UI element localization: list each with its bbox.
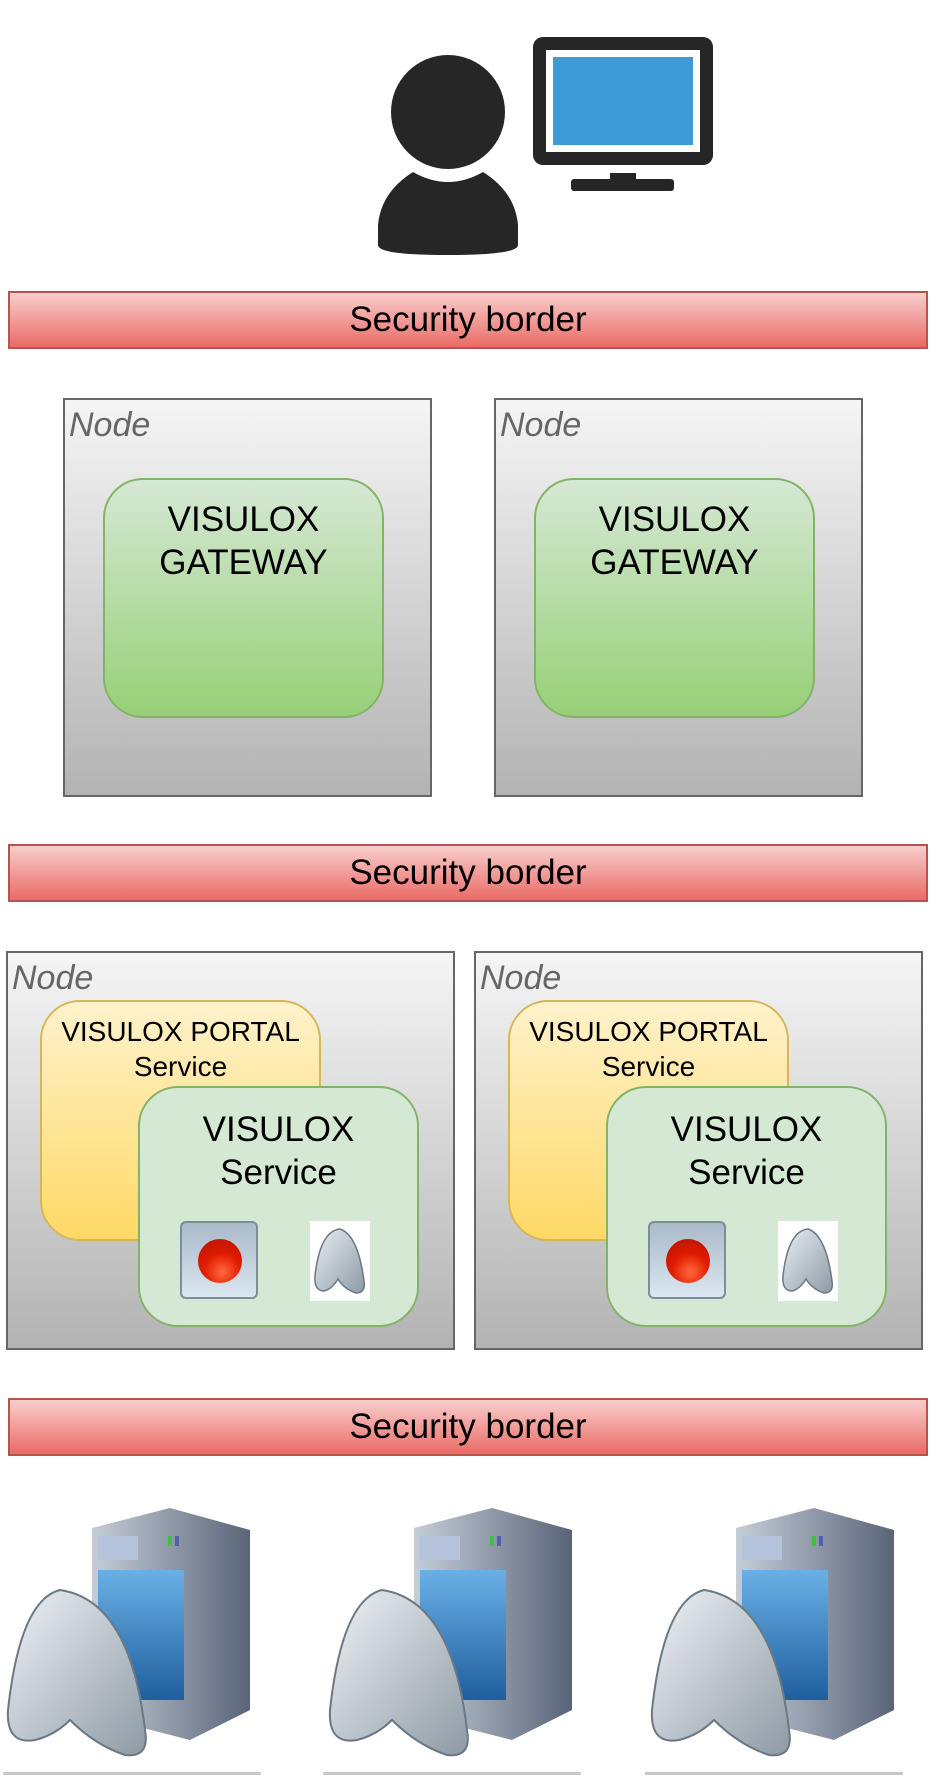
monitor-icon [533, 37, 713, 191]
node-label: Node [12, 959, 94, 997]
node-label: Node [69, 406, 151, 444]
application-icon [778, 1221, 838, 1301]
record-icon [648, 1221, 726, 1299]
application-server-icon [650, 1508, 894, 1757]
node-label: Node [500, 406, 582, 444]
security-border-label: Security border [349, 300, 587, 339]
security-border: Security border [8, 844, 928, 902]
portal-label-line2: Service [133, 1051, 228, 1082]
gateway-label-line2: GATEWAY [159, 543, 328, 582]
service-node: Node VISULOX PORTAL Service VISULOX Serv… [474, 951, 923, 1350]
gateway-node: Node VISULOX GATEWAY [63, 398, 432, 797]
security-border-label: Security border [349, 1407, 587, 1446]
server-baseline [3, 1772, 261, 1775]
visulox-service: VISULOX Service [606, 1086, 887, 1327]
portal-label-line1: VISULOX PORTAL [61, 1016, 300, 1047]
service-label-line2: Service [688, 1153, 805, 1192]
node-label: Node [480, 959, 562, 997]
application-server-icon [6, 1508, 250, 1757]
server-baseline [645, 1772, 903, 1775]
service-node: Node VISULOX PORTAL Service VISULOX Serv… [6, 951, 455, 1350]
visulox-gateway: VISULOX GATEWAY [534, 478, 815, 718]
application-icon [310, 1221, 370, 1301]
server-baseline [323, 1772, 581, 1775]
service-label-line1: VISULOX [202, 1110, 355, 1149]
user-icon [378, 55, 518, 255]
security-border: Security border [8, 291, 928, 349]
gateway-node: Node VISULOX GATEWAY [494, 398, 863, 797]
security-border: Security border [8, 1398, 928, 1456]
service-label-line1: VISULOX [670, 1110, 823, 1149]
security-border-label: Security border [349, 853, 587, 892]
application-server-icon [328, 1508, 572, 1757]
gateway-label-line1: VISULOX [598, 500, 751, 539]
service-label-line2: Service [220, 1153, 337, 1192]
portal-label-line2: Service [601, 1051, 696, 1082]
portal-label-line1: VISULOX PORTAL [529, 1016, 768, 1047]
gateway-label-line1: VISULOX [167, 500, 320, 539]
visulox-gateway: VISULOX GATEWAY [103, 478, 384, 718]
record-icon [180, 1221, 258, 1299]
visulox-service: VISULOX Service [138, 1086, 419, 1327]
gateway-label-line2: GATEWAY [590, 543, 759, 582]
